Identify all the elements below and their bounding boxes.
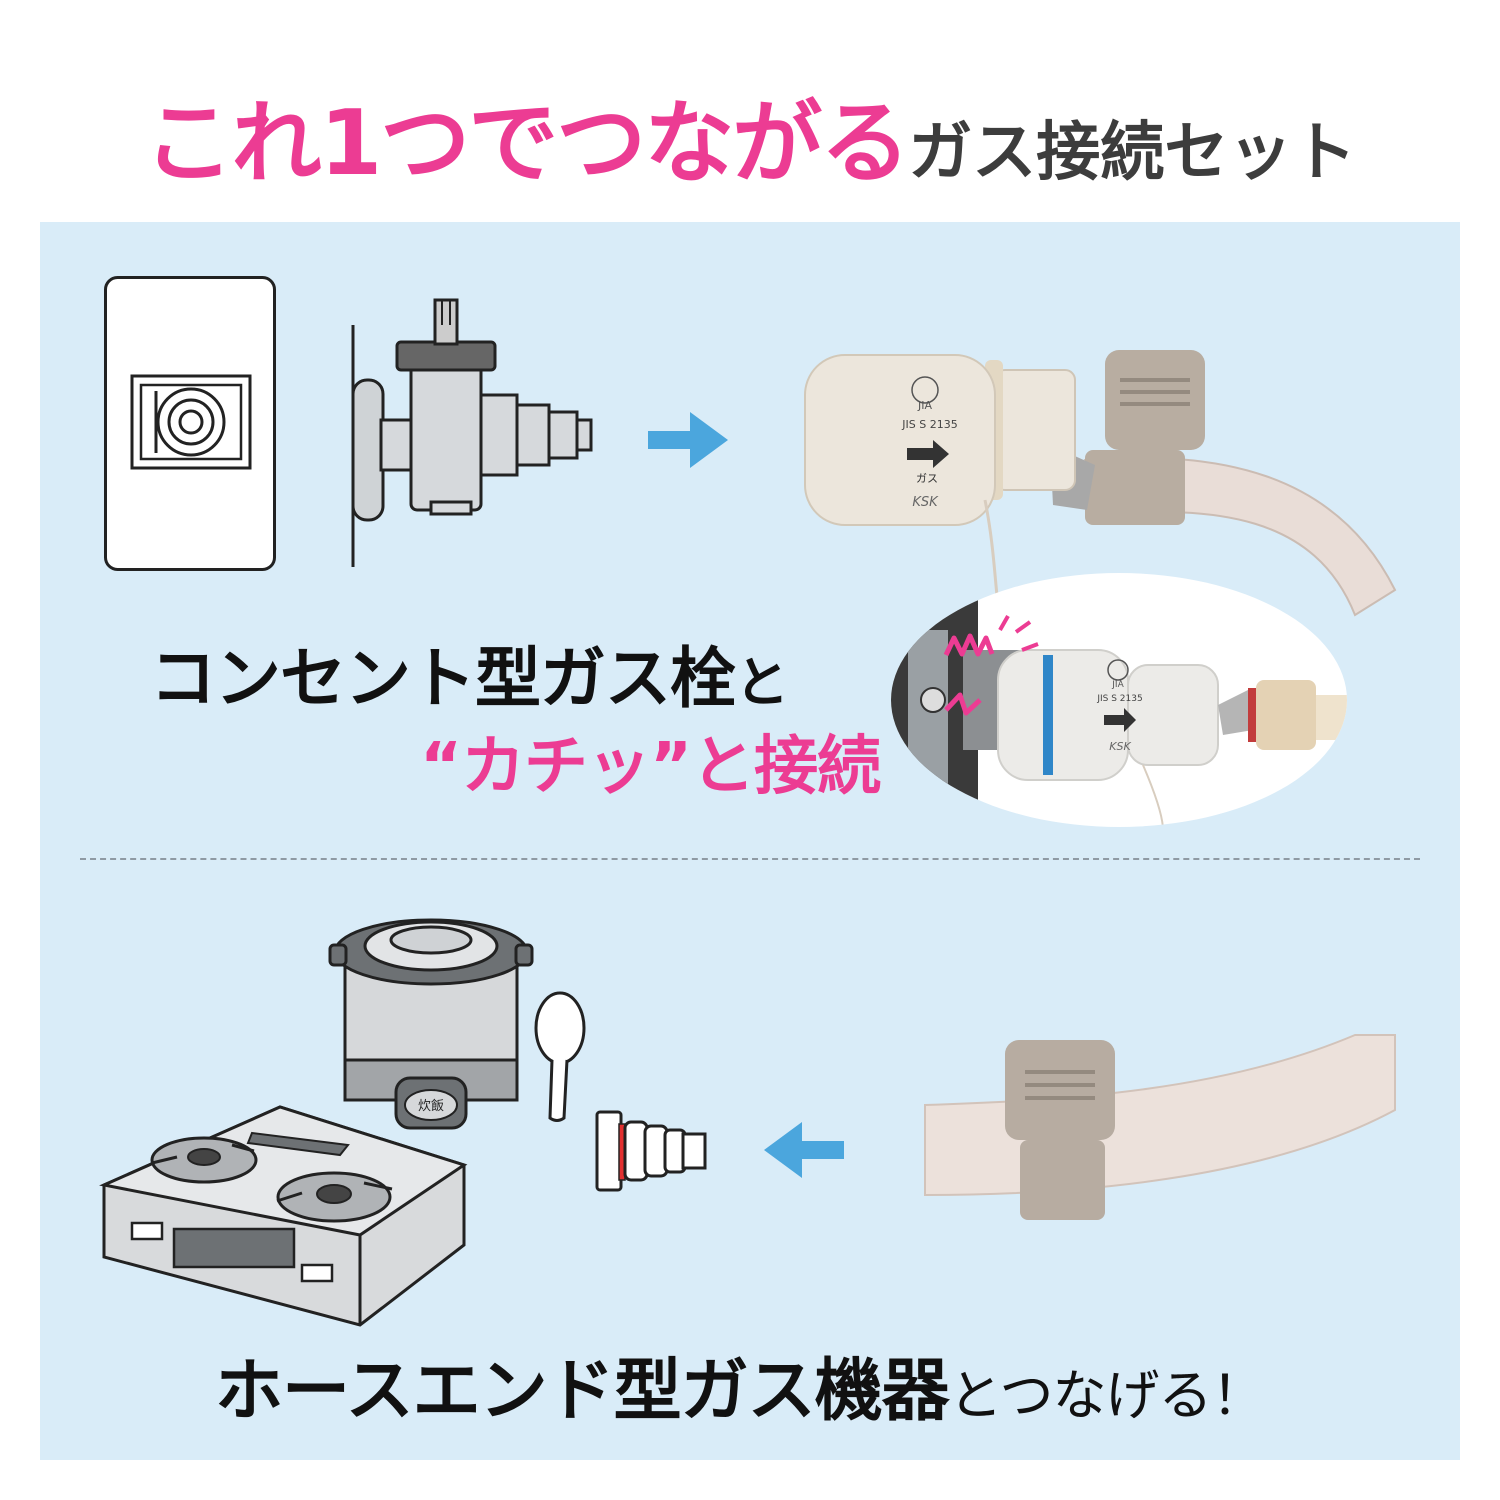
rice-paddle-icon <box>534 991 586 1122</box>
caption-outlet-type: コンセント型ガス栓と <box>150 625 789 721</box>
svg-text:JIA: JIA <box>1111 680 1124 690</box>
gas-tap-icon <box>351 298 593 567</box>
arrow-right-icon <box>648 412 728 468</box>
rice-cooker-label: 炊飯 <box>418 1099 444 1114</box>
connector-brand-mark: KSK <box>912 495 939 510</box>
svg-text:KSK: KSK <box>1109 740 1131 753</box>
caption-click-rest: と接続 <box>691 730 881 804</box>
svg-text:JIA: JIA <box>917 399 932 412</box>
headline-rest: ガス接続セット <box>908 116 1357 190</box>
hose-end-nozzle-icon <box>595 1110 707 1192</box>
section-divider <box>80 858 1420 860</box>
caption-hose-end-main: ホースエンド型ガス機器 <box>215 1352 950 1431</box>
caption-hose-end-type: ホースエンド型ガス機器とつなげる！ <box>215 1335 1266 1434</box>
svg-text:JIS S 2135: JIS S 2135 <box>1096 694 1142 704</box>
gas-outlet-plate-icon <box>104 276 276 571</box>
caption-outlet-main: コンセント型ガス栓 <box>150 640 736 717</box>
rice-cooker-icon: 炊飯 <box>328 918 534 1130</box>
headline: これ1つでつながるガス接続セット <box>0 70 1500 200</box>
hose-with-clamp-photo <box>924 1034 1396 1220</box>
gas-stove-icon <box>99 1105 468 1327</box>
gas-connector-photo: JIA JIS S 2135 ガス KSK <box>804 350 1397 621</box>
arrow-left-icon <box>764 1122 844 1178</box>
connector-standard-mark: JIS S 2135 <box>901 418 957 431</box>
caption-hose-end-rest: とつなげる！ <box>948 1364 1266 1427</box>
headline-emphasis: これ1つでつながる <box>143 91 911 196</box>
connection-closeup-inset: JIA JIS S 2135 KSK <box>891 573 1347 827</box>
connector-direction-mark: ガス <box>916 472 938 485</box>
caption-outlet-particle: と <box>735 651 789 714</box>
caption-click-quote: “カチッ” <box>420 730 692 804</box>
caption-click-connect: “カチッ”と接続 <box>420 715 881 807</box>
